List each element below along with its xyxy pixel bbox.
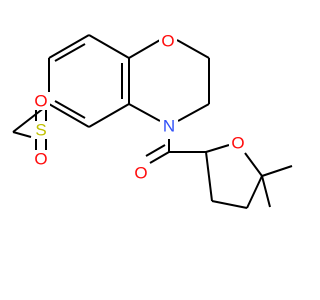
atom-label: O xyxy=(134,164,147,183)
bond xyxy=(244,152,263,177)
bond xyxy=(177,103,210,122)
bond xyxy=(88,103,130,128)
furan-oxygen: O xyxy=(229,134,247,153)
tetrahydrofuran-ring xyxy=(205,144,293,209)
bond xyxy=(205,151,213,202)
bond xyxy=(12,131,32,138)
bond xyxy=(48,103,90,128)
benzene-ring xyxy=(48,34,130,128)
bond xyxy=(205,144,230,153)
double-bond-inner xyxy=(54,100,86,119)
carbonyl-oxygen: O xyxy=(132,164,150,183)
atom-label: N xyxy=(163,117,175,136)
methyl-bond xyxy=(261,165,293,177)
bond xyxy=(48,34,90,59)
atom-label: O xyxy=(34,92,47,111)
bond xyxy=(145,144,166,157)
oxazine-ring xyxy=(128,39,210,122)
bond xyxy=(88,34,130,59)
atom-label: S xyxy=(35,121,46,140)
sulfonyl-oxygen-top: O xyxy=(32,92,50,111)
bond xyxy=(176,39,210,59)
molecule-structure: O N S O O O O xyxy=(12,32,293,209)
nitrogen-ring-atom: N xyxy=(160,117,178,136)
bond xyxy=(246,175,263,209)
bond xyxy=(128,39,161,59)
bond xyxy=(149,151,170,164)
atom-label: O xyxy=(34,150,47,169)
carbonyl-group xyxy=(145,139,206,164)
sulfonyl-oxygen-bottom: O xyxy=(32,150,50,169)
atom-label: O xyxy=(231,134,244,153)
atom-label: O xyxy=(161,32,174,51)
bond xyxy=(211,200,248,209)
methyl-bond xyxy=(261,175,271,208)
atom-labels: O N S O O O O xyxy=(32,32,247,183)
double-bond-inner xyxy=(54,43,86,62)
bond xyxy=(128,103,161,122)
sulfur-atom: S xyxy=(32,121,50,140)
oxygen-ring-atom: O xyxy=(159,32,177,51)
